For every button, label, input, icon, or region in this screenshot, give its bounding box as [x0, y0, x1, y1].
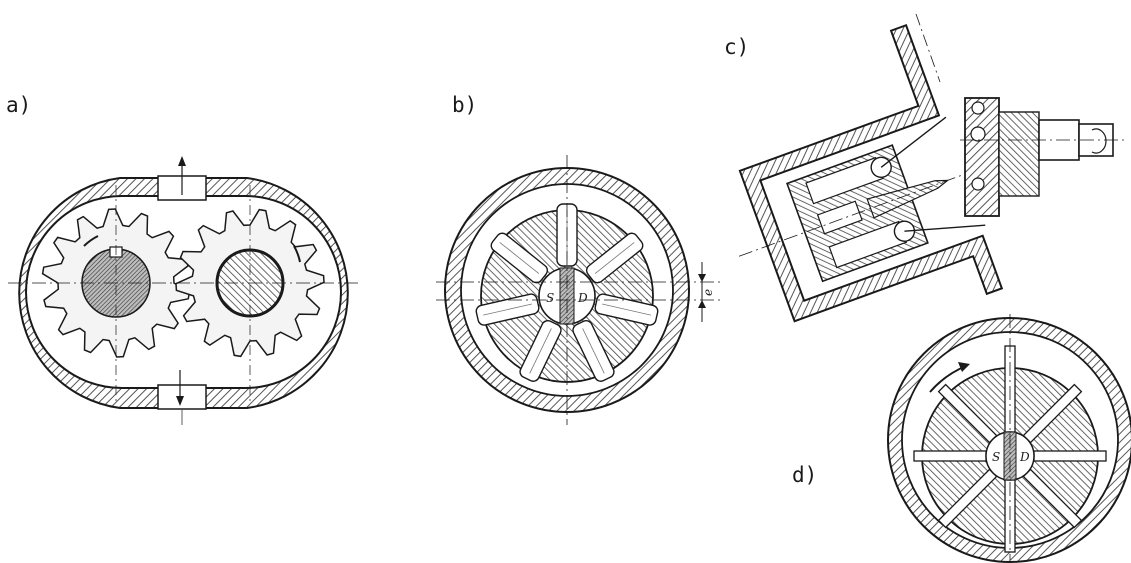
inlet-arrow-head — [176, 396, 184, 406]
piston — [519, 319, 562, 382]
panel-d-vane-pump: d) S D — [792, 314, 1131, 563]
flange-ball-mid — [970, 126, 986, 142]
eccentricity-label: e — [701, 289, 715, 296]
port-d-label: D — [577, 291, 588, 305]
panel-d-label: d) — [792, 463, 817, 487]
pump-housing — [738, 23, 1004, 323]
drive-flange — [964, 97, 1000, 217]
port-s-label: S — [546, 291, 554, 305]
panel-c-label: c) — [724, 35, 749, 59]
panel-b-label: b) — [452, 93, 477, 117]
shaft-rotation-arrow — [1091, 128, 1107, 154]
port-d-label-d: D — [1019, 450, 1030, 464]
pintle-d-divider — [1003, 431, 1017, 481]
piston — [594, 293, 659, 326]
flange-ball-bottom — [971, 177, 985, 191]
panel-b-radial-piston-pump: b) S D e — [436, 93, 720, 425]
outlet-arrow-head — [178, 156, 186, 166]
piston — [572, 319, 615, 382]
vane — [1033, 450, 1107, 462]
ecc-arrow-bottom — [698, 300, 706, 308]
axis-c-vertical — [915, 13, 941, 83]
center-shaft-cone — [866, 179, 950, 219]
port-s-label-d: S — [992, 450, 1000, 464]
bearing-housing — [998, 111, 1040, 197]
piston — [585, 232, 644, 284]
flange-ball-top — [971, 101, 985, 115]
piston-bore-mid — [816, 200, 863, 235]
rod-top — [880, 116, 947, 168]
panel-a-label: a) — [6, 93, 31, 117]
piston — [475, 293, 540, 326]
ecc-arrow-top — [698, 274, 706, 282]
piston — [490, 232, 549, 284]
vane — [913, 450, 987, 462]
panel-c-axial-piston-pump: c) — [724, 13, 1125, 323]
bent-axis-assembly — [738, 23, 1012, 323]
rod-bottom — [904, 224, 986, 232]
panel-a-gear-pump: a) — [6, 93, 360, 425]
rotation-arrow-d-head — [958, 362, 970, 372]
gear-pump-housing — [18, 177, 349, 409]
rotation-arrow-right — [293, 245, 301, 263]
rotation-arrow-left — [83, 235, 99, 247]
